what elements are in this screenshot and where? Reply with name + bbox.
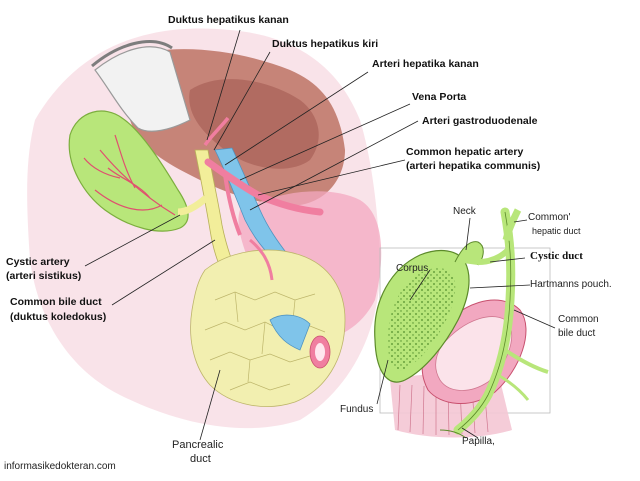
retractor — [94, 46, 191, 132]
inset-label-neck: Neck — [453, 206, 476, 217]
label-vena-porta: Vena Porta — [412, 91, 467, 103]
label-common-bile-duct-id: (duktus koledokus) — [10, 311, 107, 323]
label-arteri-gastroduodenale: Arteri gastroduodenale — [422, 115, 538, 127]
inset-label-papilla: Papilla, — [462, 436, 495, 447]
label-duktus-hepatikus-kiri: Duktus hepatikus kiri — [272, 38, 379, 50]
inset-label-hartmanns-pouch: Hartmanns pouch. — [530, 279, 612, 290]
label-duktus-hepatikus-kanan: Duktus hepatikus kanan — [168, 14, 289, 26]
gallbladder — [68, 110, 189, 232]
label-pancreatic-duct-2: duct — [190, 453, 211, 465]
label-pancreatic-duct: Pancrealic — [172, 439, 224, 451]
inset-label-common-hepatic-duct-2: hepatic duct — [532, 226, 581, 236]
label-cystic-artery-id: (arteri sistikus) — [6, 270, 82, 282]
inset-label-corpus: Corpus — [396, 263, 429, 274]
inset-label-cystic-duct: Cystic duct — [530, 250, 583, 262]
site-credit: informasikedokteran.com — [4, 461, 116, 472]
label-common-hepatic-artery: Common hepatic artery — [406, 146, 524, 158]
label-arteri-hepatika-kanan: Arteri hepatika kanan — [372, 58, 479, 70]
pancreas — [190, 249, 346, 407]
inset-label-common-hepatic-duct: Common' — [528, 212, 571, 223]
label-cystic-artery: Cystic artery — [6, 256, 70, 268]
inset-label-common-bile-duct-2: bile duct — [558, 328, 596, 339]
inset-label-common-bile-duct: Common — [558, 314, 599, 325]
label-common-hepatic-artery-id: (arteri hepatika communis) — [406, 160, 541, 172]
inset-label-fundus: Fundus — [340, 404, 374, 415]
label-common-bile-duct: Common bile duct — [10, 296, 102, 308]
